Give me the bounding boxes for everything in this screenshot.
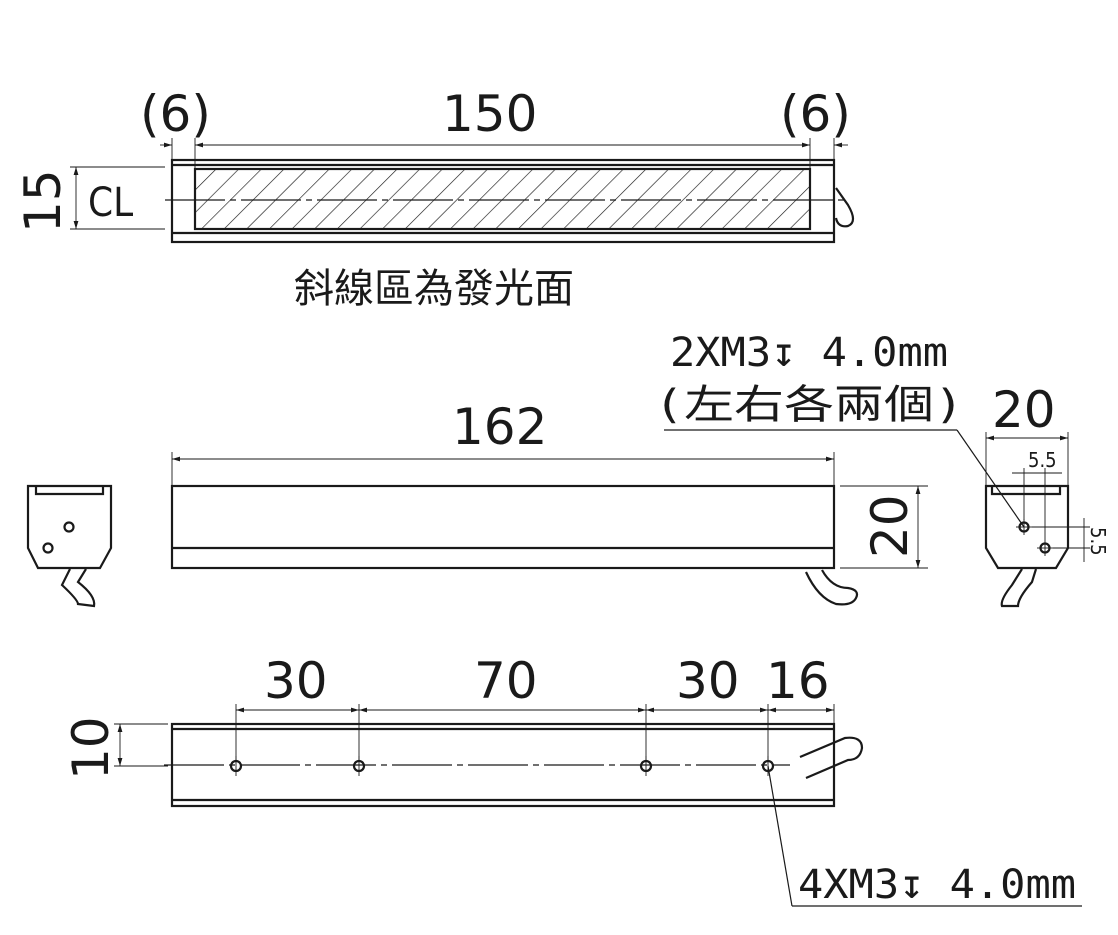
dim-right-6: (6) — [780, 85, 851, 143]
bottom-view-cable — [799, 736, 864, 780]
left-end-hole-2 — [42, 542, 54, 554]
left-end-cable — [60, 568, 96, 608]
dim-150: 150 — [442, 85, 537, 143]
top-view: (6) 150 (6) 15 CL 斜線區為發光面 — [14, 85, 855, 312]
left-end-hole-1 — [63, 521, 75, 533]
top-view-cable — [834, 187, 855, 228]
front-view: 162 20 — [170, 398, 928, 606]
dim-16: 16 — [766, 652, 830, 710]
front-view-cable — [805, 569, 859, 606]
dim-30-left: 30 — [264, 652, 328, 710]
bottom-hole-note: 4XM3↧ 4.0mm — [798, 862, 1076, 908]
dim-15: 15 — [14, 169, 72, 233]
side-view: 20 5.5 5.5 2XM3↧ 4.0mm (左右各兩個) — [654, 330, 1110, 608]
side-hole-note-line2: (左右各兩個) — [654, 382, 964, 428]
dim-70: 70 — [474, 652, 538, 710]
dim-20-height: 20 — [861, 494, 919, 558]
left-end-view — [26, 484, 113, 608]
dim-30-right: 30 — [676, 652, 740, 710]
left-end-body — [26, 484, 113, 570]
dim-left-6: (6) — [140, 85, 211, 143]
bottom-view: 30 70 30 16 10 4XM3↧ 4.0mm — [62, 652, 1082, 908]
dim-5-5-y: 5.5 — [1086, 527, 1110, 556]
left-end-slot — [34, 486, 105, 496]
side-hole-note-line1: 2XM3↧ 4.0mm — [670, 330, 948, 376]
dim-5-5-x: 5.5 — [1028, 448, 1057, 472]
dim-162: 162 — [452, 398, 547, 456]
side-hole-leader — [956, 429, 1025, 528]
emitting-surface — [193, 167, 812, 231]
centerline-label: CL — [88, 180, 133, 226]
front-view-body — [170, 484, 836, 570]
dim-10: 10 — [62, 716, 120, 780]
side-view-slot — [990, 486, 1062, 496]
bottom-hole-leader — [767, 765, 793, 907]
dim-20-width: 20 — [992, 381, 1056, 439]
emitting-area-caption: 斜線區為發光面 — [294, 266, 574, 312]
top-view-body — [170, 158, 836, 244]
side-view-cable — [1000, 568, 1038, 608]
